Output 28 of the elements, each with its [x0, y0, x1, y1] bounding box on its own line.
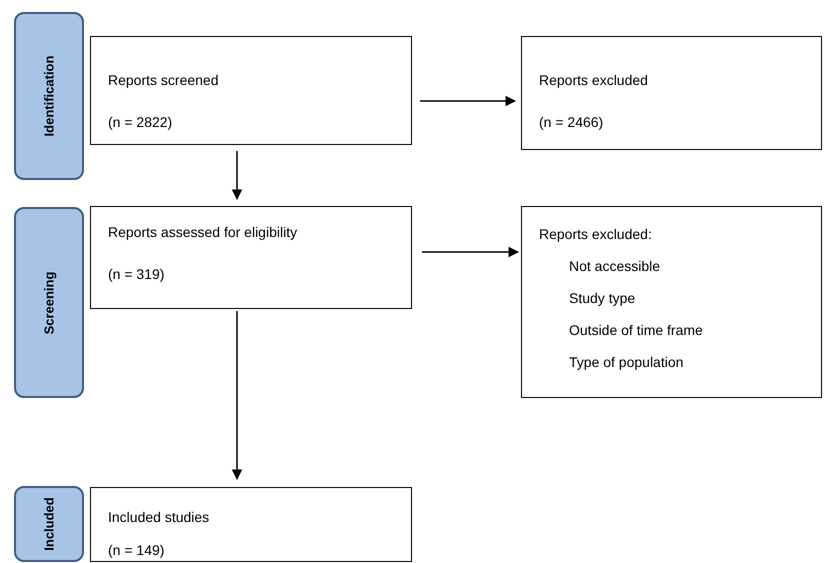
- stage-band: [14, 207, 84, 398]
- box-title: Reports excluded: [539, 72, 648, 88]
- stage-label: Identification: [42, 56, 56, 136]
- process-box: [521, 36, 822, 150]
- arrow: [420, 96, 516, 106]
- stage-label: Screening: [42, 271, 56, 334]
- process-box: [90, 36, 412, 145]
- box-title: Reports screened: [108, 72, 219, 88]
- arrow: [232, 311, 242, 480]
- box-text: (n = 2466): [539, 114, 604, 130]
- stage-label: Included: [42, 497, 56, 551]
- stage-band: [14, 12, 84, 180]
- process-box: [90, 487, 412, 562]
- box-text: (n = 149): [108, 542, 164, 558]
- box-title: Reports assessed for eligibility: [108, 224, 298, 240]
- box-text: Type of population: [569, 354, 684, 370]
- box-title: Included studies: [108, 509, 210, 525]
- box-text: Study type: [569, 290, 636, 306]
- stage-band: [14, 486, 84, 562]
- box-text: (n = 319): [108, 266, 164, 282]
- box-text: Not accessible: [569, 258, 660, 274]
- arrow: [422, 246, 520, 258]
- box-text: Outside of time frame: [569, 322, 703, 338]
- box-title: Reports excluded:: [539, 226, 652, 242]
- process-box: [90, 206, 412, 309]
- arrow: [232, 151, 242, 200]
- process-box: [521, 206, 822, 398]
- box-text: (n = 2822): [108, 114, 172, 130]
